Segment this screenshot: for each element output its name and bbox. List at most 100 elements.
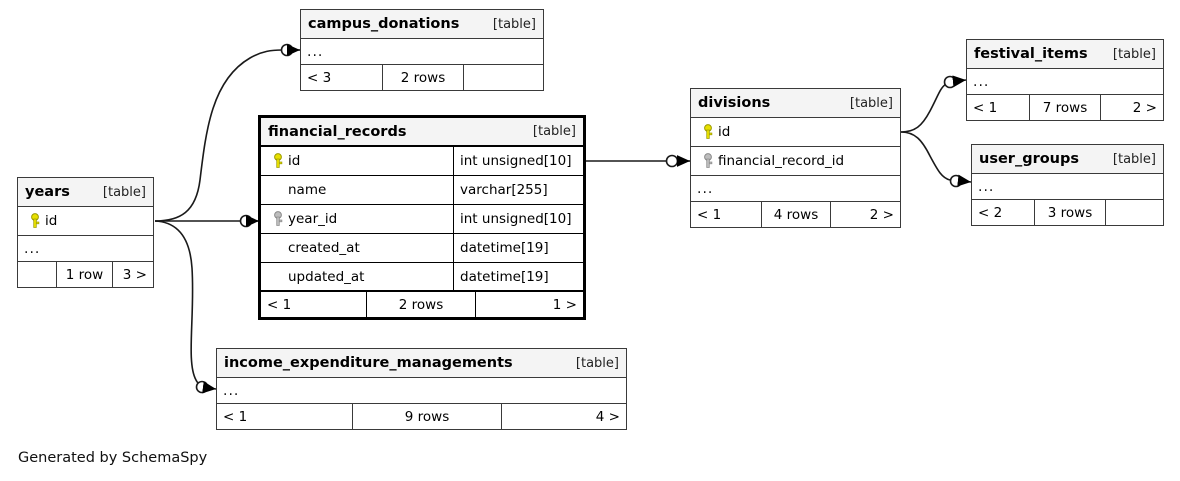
column-row-created-at[interactable]: created_at datetime[19] (261, 234, 583, 263)
edge-financial-records-divisions (586, 154, 690, 168)
column-row-updated-at[interactable]: updated_at datetime[19] (261, 263, 583, 292)
table-header: user_groups [table] (972, 145, 1163, 174)
footer-children[interactable] (464, 65, 543, 90)
footer-children[interactable]: 3 > (122, 266, 147, 283)
table-user-groups[interactable]: user_groups [table] ... < 2 3 rows (971, 144, 1164, 226)
table-title: festival_items (974, 46, 1088, 62)
table-header: festival_items [table] (967, 40, 1163, 69)
table-type-tag: [table] (1112, 46, 1156, 62)
hidden-columns-ellipsis: ... (967, 69, 1163, 95)
table-title: campus_donations (308, 16, 460, 32)
table-title: divisions (698, 95, 771, 111)
generated-by-credit: Generated by SchemaSpy (18, 450, 208, 466)
column-label: id (45, 213, 58, 229)
footer-rowcount: 9 rows (352, 404, 502, 429)
column-label: id (718, 124, 731, 140)
column-name-cell: updated_at (261, 269, 453, 285)
edge-divisions-user-groups (900, 131, 972, 188)
column-label: name (288, 182, 327, 198)
column-type: varchar[255] (453, 176, 583, 204)
footer-rowcount: 7 rows (1029, 95, 1101, 120)
table-title: income_expenditure_managements (224, 355, 513, 371)
table-footer: 1 row 3 > (18, 262, 153, 287)
column-name-cell: year_id (261, 211, 453, 227)
table-divisions[interactable]: divisions [table] id financial_record_id… (690, 88, 901, 228)
column-name-cell: id (261, 153, 453, 169)
column-row-id[interactable]: id (18, 207, 153, 236)
footer-rowcount: 4 rows (761, 202, 831, 227)
column-row-id[interactable]: id int unsigned[10] (261, 147, 583, 176)
column-type: int unsigned[10] (453, 147, 583, 175)
footer-rowcount: 2 rows (366, 292, 476, 317)
hidden-columns-ellipsis: ... (301, 39, 543, 65)
column-type: datetime[19] (453, 234, 583, 262)
edge-years-financial-records (155, 214, 259, 228)
column-name-cell: created_at (261, 240, 453, 256)
table-footer: < 1 4 rows 2 > (691, 202, 900, 227)
table-type-tag: [table] (102, 184, 146, 200)
column-type: datetime[19] (453, 263, 583, 290)
column-name-cell: financial_record_id (691, 153, 900, 169)
column-type: int unsigned[10] (453, 205, 583, 233)
column-name-cell: id (691, 124, 900, 140)
hidden-columns-ellipsis: ... (972, 174, 1163, 200)
table-title: financial_records (268, 123, 407, 140)
hidden-columns-ellipsis: ... (18, 236, 153, 262)
footer-children[interactable]: 1 > (552, 296, 577, 313)
column-label: updated_at (288, 268, 365, 285)
table-type-tag: [table] (492, 16, 536, 32)
column-name-cell: id (18, 213, 153, 229)
footer-parents[interactable] (18, 262, 56, 287)
table-header: campus_donations [table] (301, 10, 543, 39)
column-label: id (288, 153, 301, 169)
footer-parents[interactable]: < 3 (307, 69, 332, 86)
table-header: financial_records [table] (261, 118, 583, 147)
table-type-tag: [table] (575, 355, 619, 371)
table-header: divisions [table] (691, 89, 900, 118)
table-header: years [table] (18, 178, 153, 207)
footer-children[interactable]: 2 > (869, 206, 894, 223)
footer-children[interactable]: 4 > (595, 408, 620, 425)
key-icon-primary (268, 153, 288, 169)
table-campus-donations[interactable]: campus_donations [table] ... < 3 2 rows (300, 9, 544, 91)
column-row-year-id[interactable]: year_id int unsigned[10] (261, 205, 583, 234)
table-footer: < 1 9 rows 4 > (217, 404, 626, 429)
key-icon-primary (698, 124, 718, 140)
hidden-columns-ellipsis: ... (217, 378, 626, 404)
column-label: year_id (288, 211, 338, 227)
footer-parents[interactable]: < 2 (978, 204, 1003, 221)
table-financial-records[interactable]: financial_records [table] id int unsigne… (258, 115, 586, 320)
footer-parents[interactable]: < 1 (697, 206, 722, 223)
table-footer: < 3 2 rows (301, 65, 543, 90)
table-years[interactable]: years [table] id ... 1 row 3 > (17, 177, 154, 288)
table-footer: < 1 2 rows 1 > (261, 292, 583, 317)
footer-rowcount: 2 rows (382, 65, 464, 90)
key-icon-primary (25, 213, 45, 229)
table-type-tag: [table] (1112, 151, 1156, 167)
edge-divisions-festival-items (900, 75, 967, 133)
footer-rowcount: 1 row (56, 262, 113, 287)
footer-parents[interactable]: < 1 (267, 296, 292, 313)
footer-parents[interactable]: < 1 (973, 99, 998, 116)
table-income-expenditure-managements[interactable]: income_expenditure_managements [table] .… (216, 348, 627, 430)
table-festival-items[interactable]: festival_items [table] ... < 1 7 rows 2 … (966, 39, 1164, 121)
table-type-tag: [table] (849, 95, 893, 111)
column-row-financial-record-id[interactable]: financial_record_id (691, 147, 900, 176)
footer-rowcount: 3 rows (1034, 200, 1106, 225)
footer-parents[interactable]: < 1 (223, 408, 248, 425)
table-header: income_expenditure_managements [table] (217, 349, 626, 378)
footer-children[interactable] (1106, 200, 1163, 225)
table-title: years (25, 184, 70, 200)
edge-years-income-expenditure (154, 220, 217, 394)
hidden-columns-ellipsis: ... (691, 176, 900, 202)
column-row-name[interactable]: name varchar[255] (261, 176, 583, 205)
column-name-cell: name (261, 182, 453, 198)
column-row-id[interactable]: id (691, 118, 900, 147)
footer-children[interactable]: 2 > (1132, 99, 1157, 116)
table-title: user_groups (979, 151, 1080, 167)
column-label: created_at (288, 240, 360, 256)
table-footer: < 1 7 rows 2 > (967, 95, 1163, 120)
column-label: financial_record_id (718, 153, 845, 169)
table-type-tag: [table] (532, 124, 576, 139)
